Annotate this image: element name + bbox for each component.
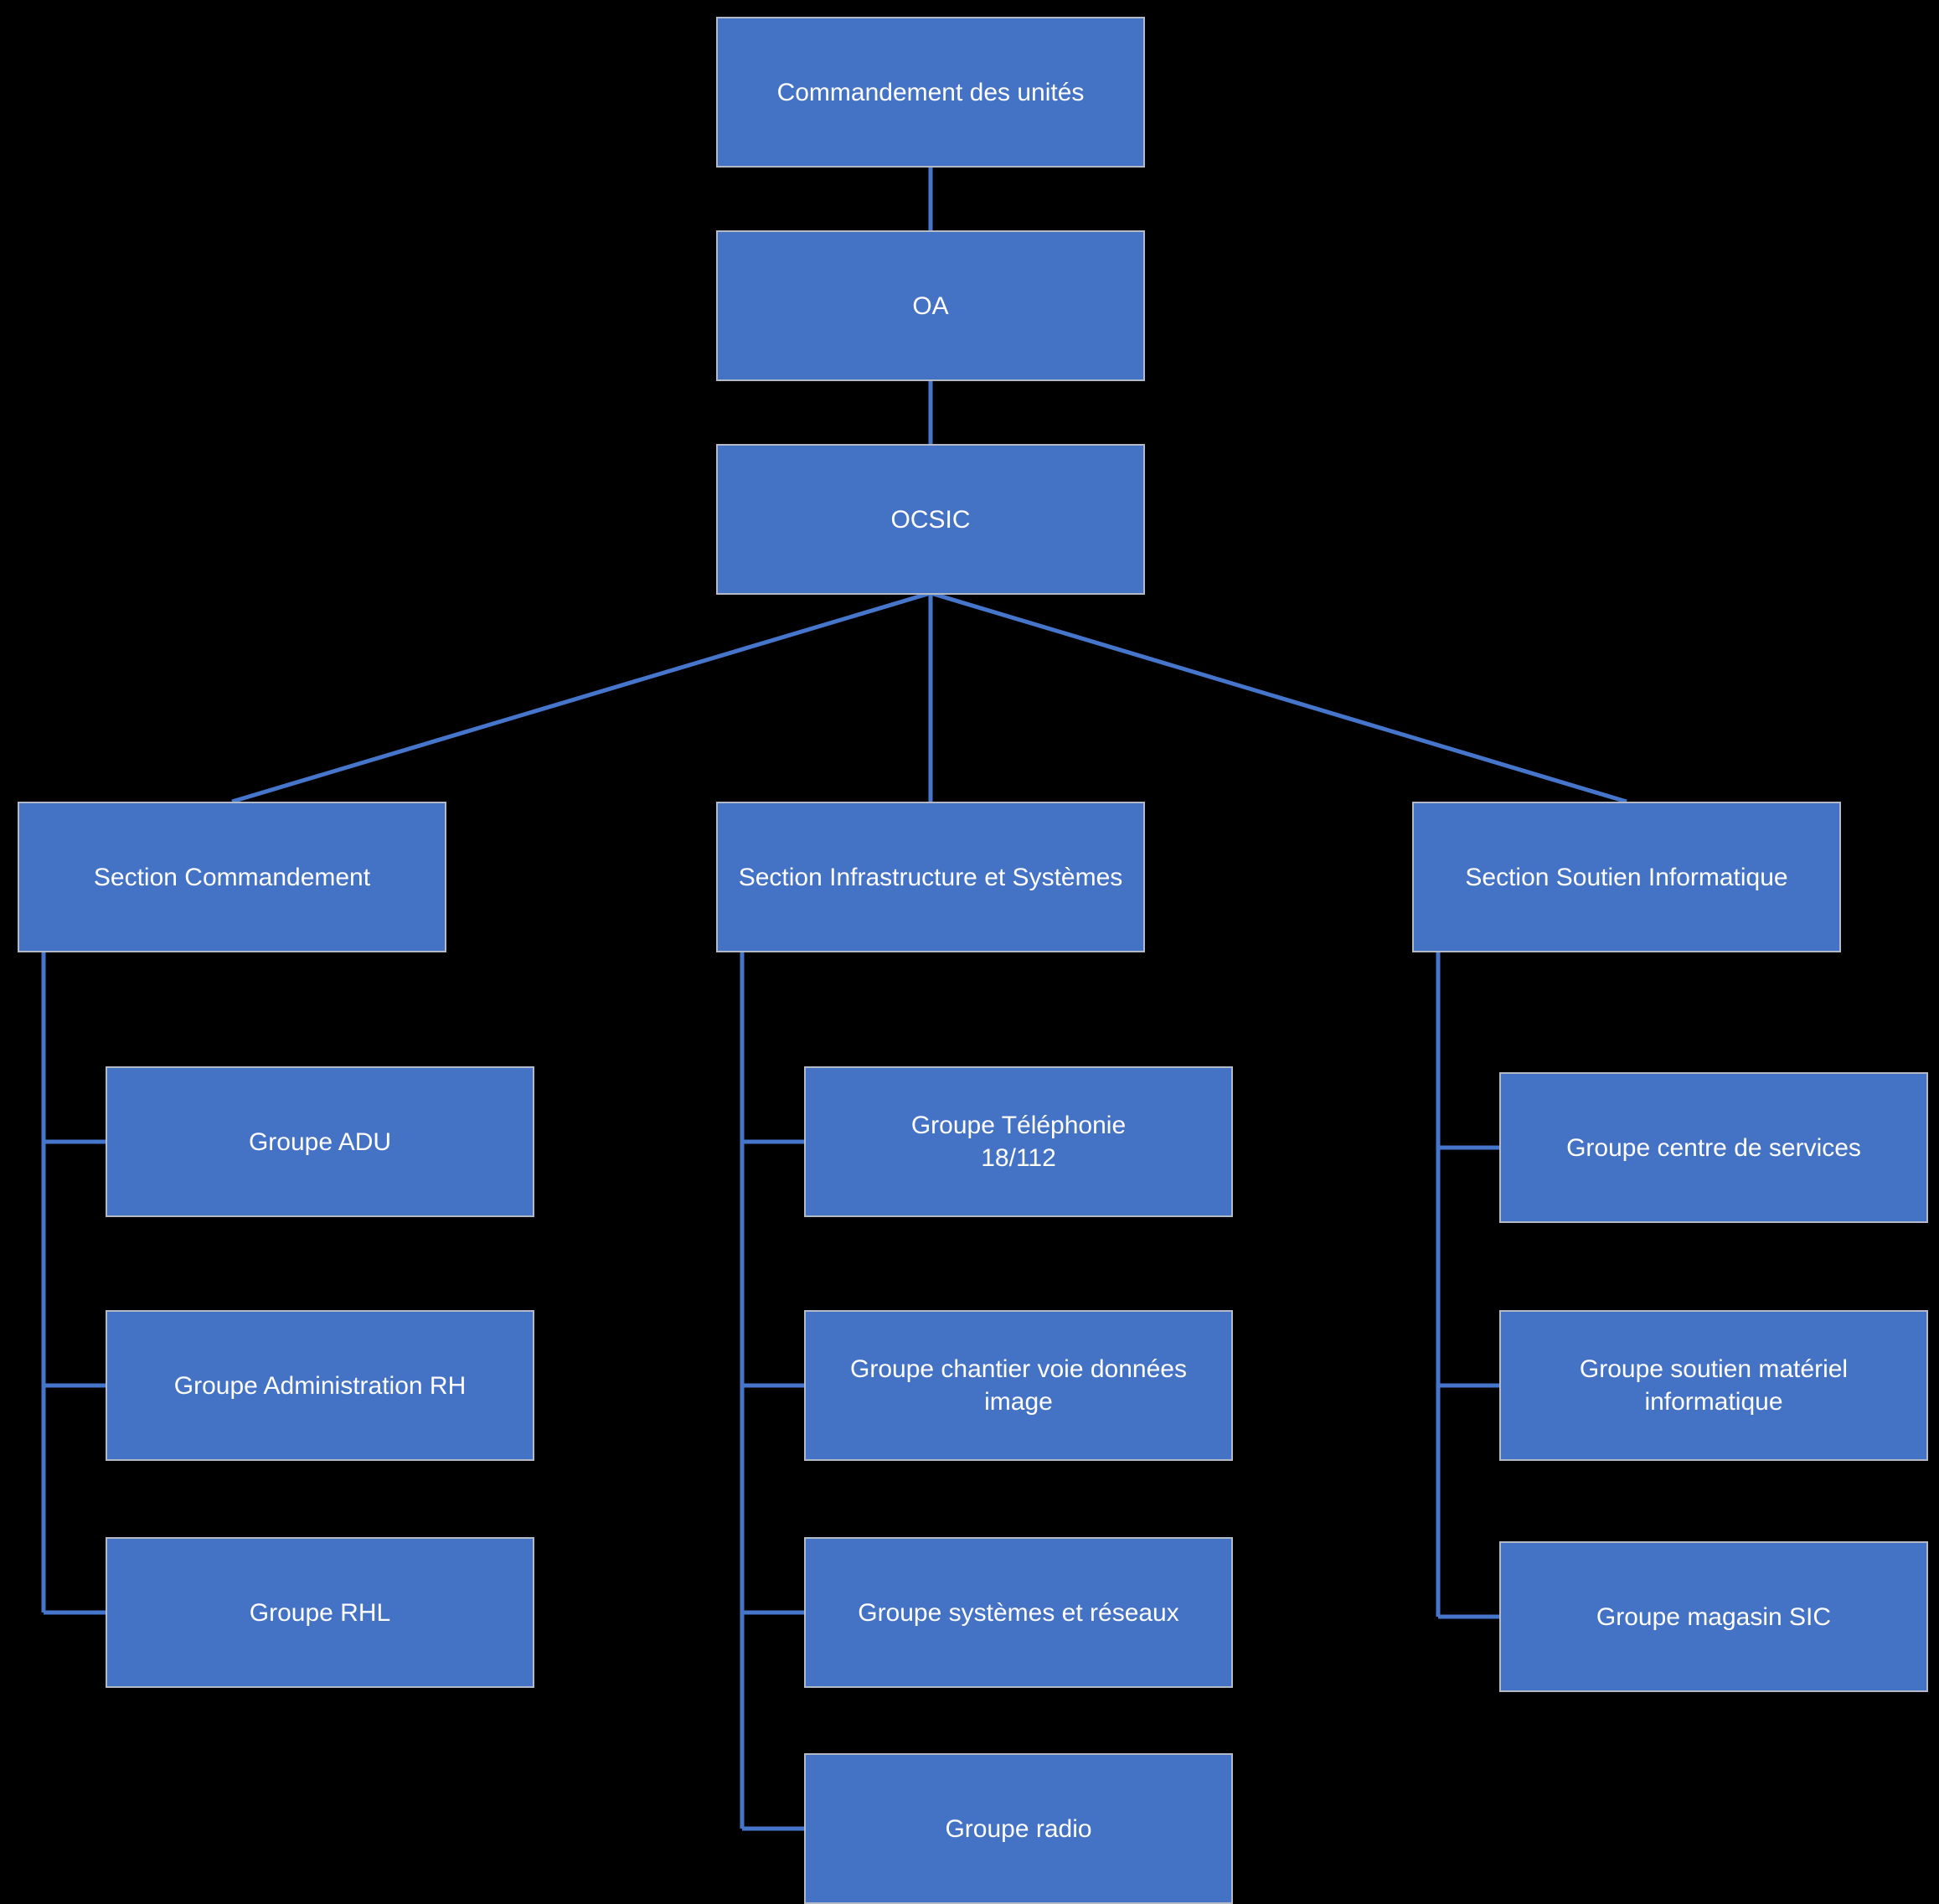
node-groupe-soutien-materiel-informatique: Groupe soutien matériel informatique [1499, 1310, 1928, 1461]
connector-ocsic-section-commandement [231, 591, 931, 804]
node-label: Groupe systèmes et réseaux [858, 1598, 1179, 1627]
node-ocsic: OCSIC [716, 444, 1145, 595]
node-label: OCSIC [890, 505, 971, 534]
node-groupe-telephonie-18-112: Groupe Téléphonie 18/112 [804, 1066, 1233, 1217]
node-label: Section Infrastructure et Systèmes [738, 863, 1123, 891]
node-section-infrastructure-et-systemes: Section Infrastructure et Systèmes [716, 802, 1145, 952]
node-groupe-rhl: Groupe RHL [106, 1537, 534, 1688]
node-label: Groupe Administration RH [173, 1371, 467, 1400]
node-label: Groupe RHL [249, 1598, 391, 1627]
node-oa: OA [716, 230, 1145, 381]
node-groupe-centre-de-services: Groupe centre de services [1499, 1072, 1928, 1223]
node-label: Groupe soutien matériel informatique [1579, 1355, 1849, 1416]
node-groupe-systemes-et-reseaux: Groupe systèmes et réseaux [804, 1537, 1233, 1688]
node-label: Section Commandement [93, 863, 371, 891]
node-groupe-adu: Groupe ADU [106, 1066, 534, 1217]
node-section-commandement: Section Commandement [18, 802, 446, 952]
node-groupe-administration-rh: Groupe Administration RH [106, 1310, 534, 1461]
node-groupe-magasin-sic: Groupe magasin SIC [1499, 1541, 1928, 1692]
node-label: Section Soutien Informatique [1465, 863, 1788, 891]
node-section-soutien-informatique: Section Soutien Informatique [1412, 802, 1841, 952]
node-commandement-des-unites: Commandement des unités [716, 17, 1145, 168]
node-label: Groupe magasin SIC [1596, 1602, 1832, 1631]
node-label: Commandement des unités [776, 78, 1085, 106]
node-label: Groupe ADU [248, 1127, 392, 1156]
node-groupe-radio: Groupe radio [804, 1753, 1233, 1904]
node-label: Groupe centre de services [1566, 1133, 1861, 1162]
node-groupe-chantier-voie-donnees-image: Groupe chantier voie données image [804, 1310, 1233, 1461]
node-label: Groupe Téléphonie 18/112 [910, 1112, 1127, 1172]
node-label: Groupe radio [945, 1814, 1092, 1843]
connector-ocsic-section-soutien [930, 591, 1627, 804]
node-label: OA [912, 292, 949, 320]
node-label: Groupe chantier voie données image [850, 1355, 1187, 1416]
